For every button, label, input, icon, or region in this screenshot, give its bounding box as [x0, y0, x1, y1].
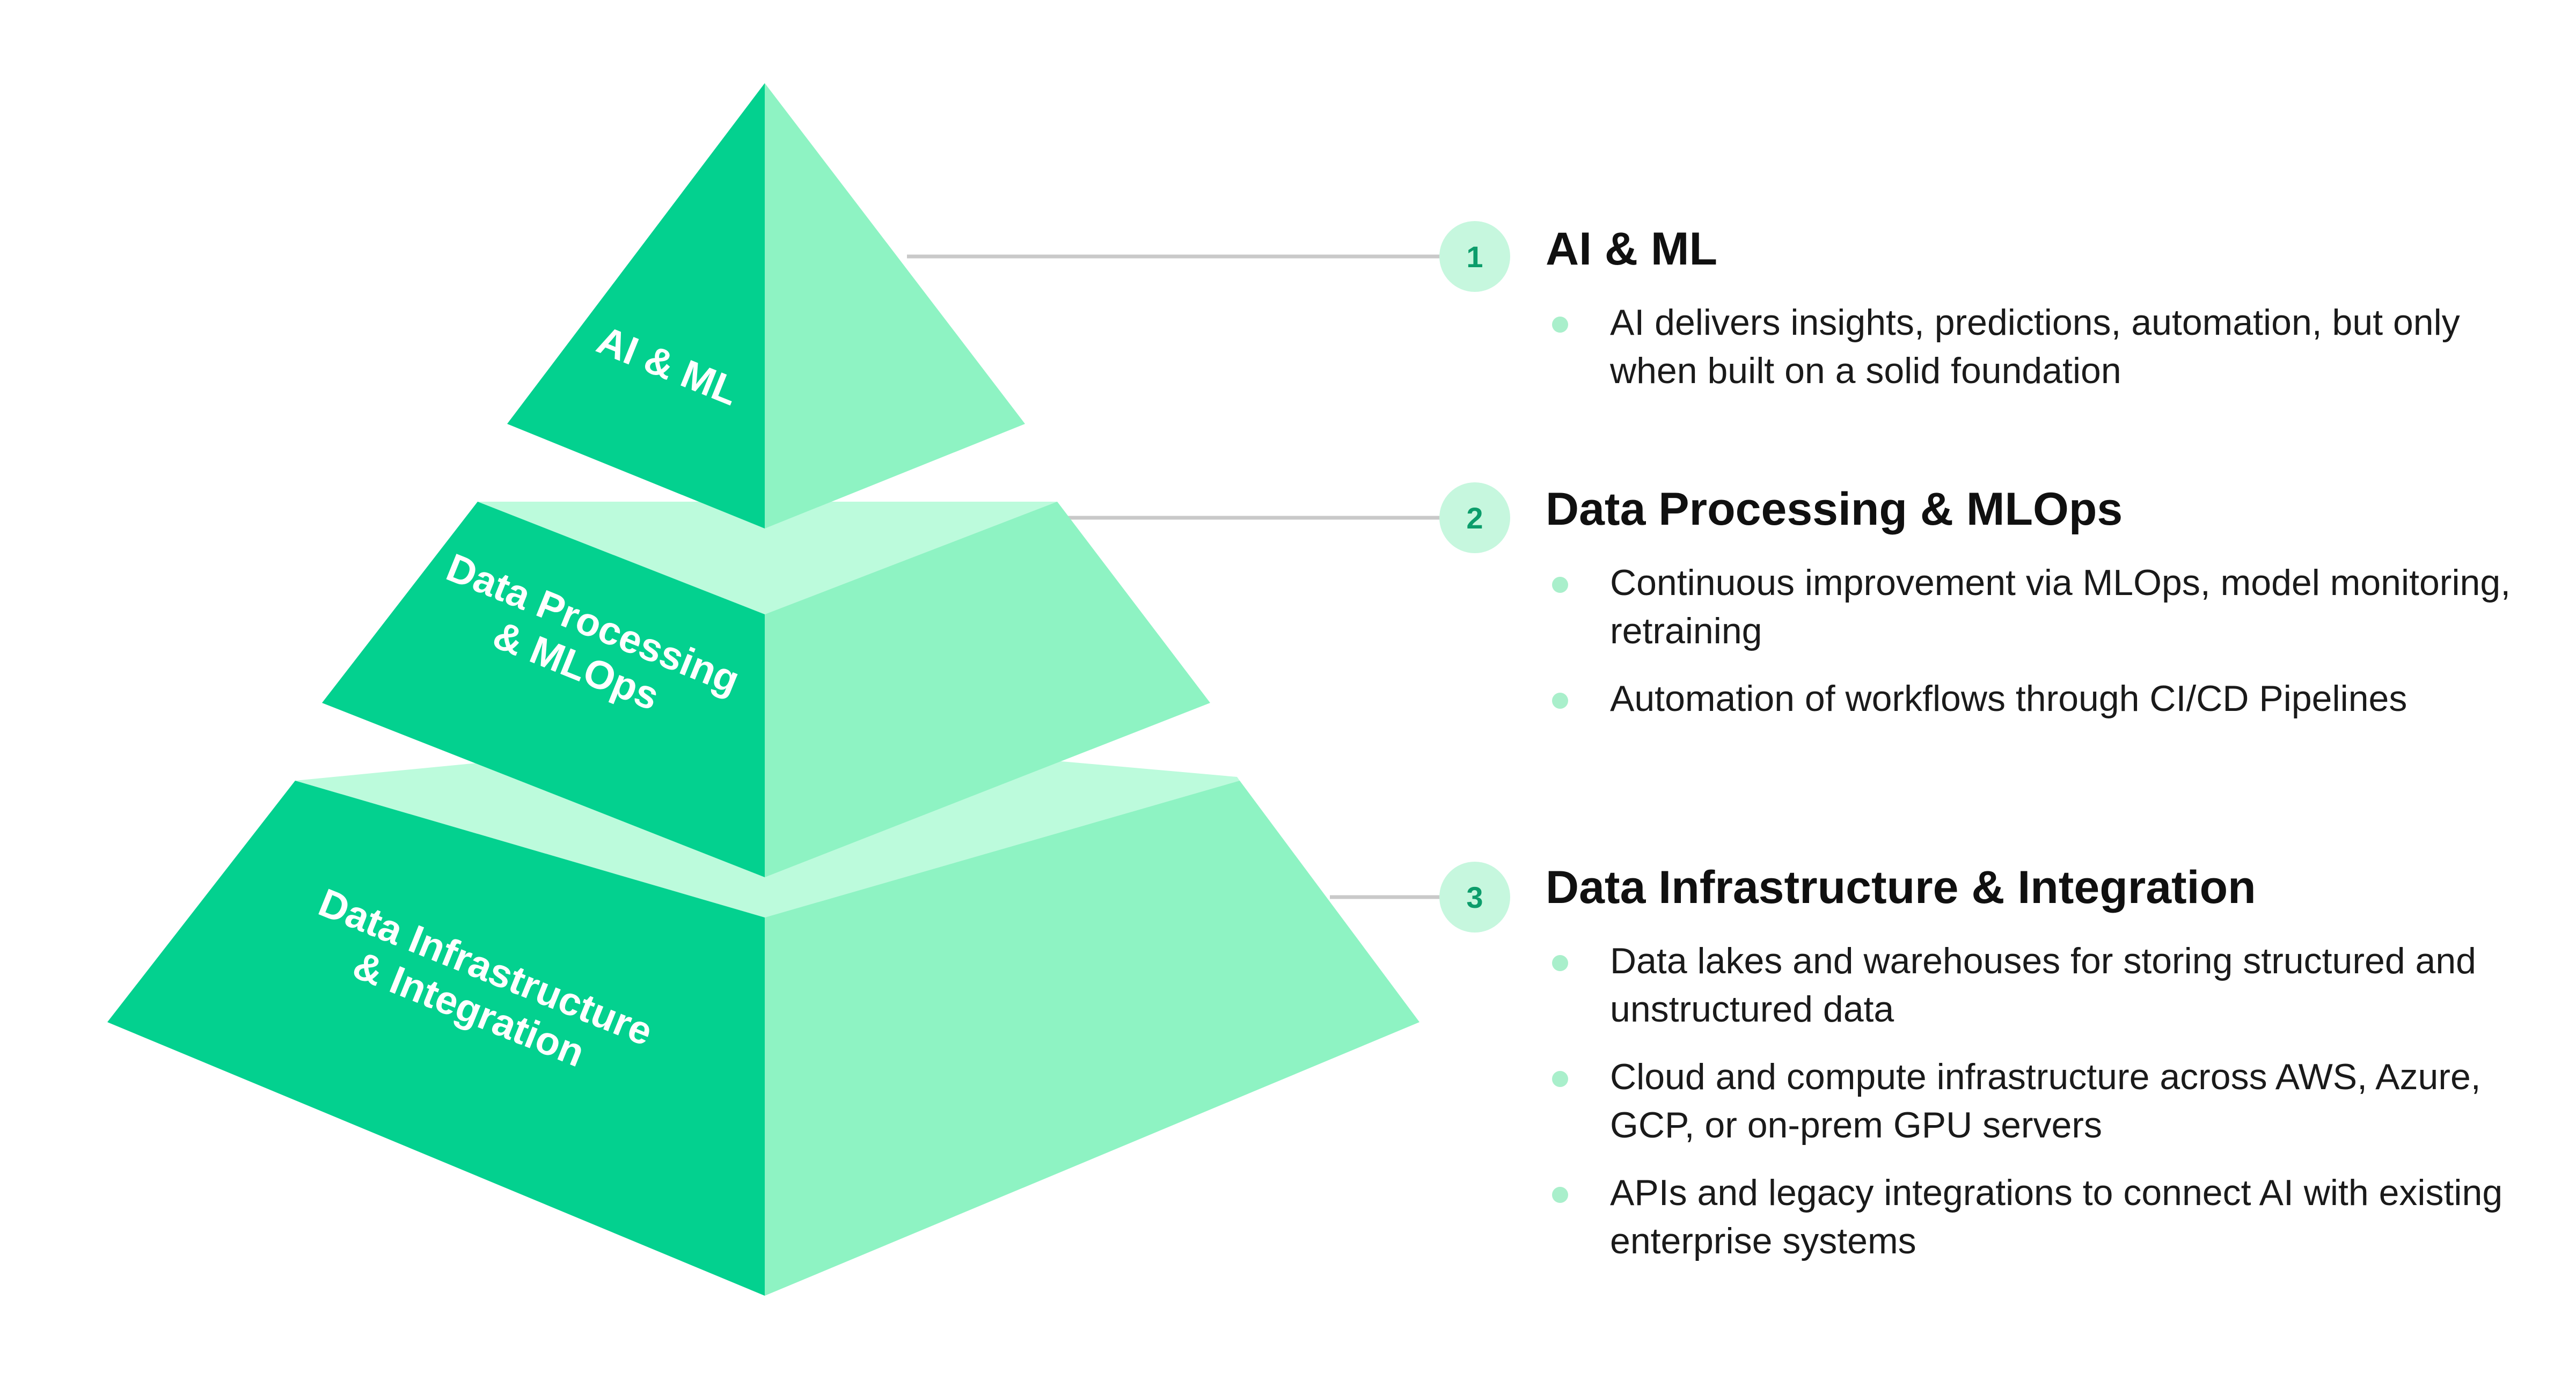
tier-2-section: Data Processing & MLOps Continuous impro… — [1546, 483, 2555, 742]
tier-2-top-face — [478, 502, 1057, 614]
bullet-text: Data lakes and warehouses for storing st… — [1610, 940, 2477, 1030]
bullet-dot-icon — [1552, 316, 1568, 333]
bullet-text: Automation of workflows through CI/CD Pi… — [1610, 678, 2407, 719]
tier-3-side-face — [765, 781, 1419, 1296]
tier-3-bullet-list: Data lakes and warehouses for storing st… — [1546, 937, 2555, 1265]
bullet-text: APIs and legacy integrations to connect … — [1610, 1172, 2503, 1261]
tier-3-title: Data Infrastructure & Integration — [1546, 862, 2256, 913]
tier-1-title: AI & ML — [1546, 223, 1718, 275]
tier-1-section: AI & ML AI delivers insights, prediction… — [1546, 223, 2555, 414]
tier-3-section: Data Infrastructure & Integration Data l… — [1546, 861, 2555, 1284]
tier-3-bullet-1: Data lakes and warehouses for storing st… — [1546, 937, 2555, 1033]
tier-3-bullet-3: APIs and legacy integrations to connect … — [1546, 1169, 2555, 1265]
tier-3-front-face — [107, 781, 765, 1296]
bullet-dot-icon — [1552, 692, 1568, 709]
tier-2-bullet-1: Continuous improvement via MLOps, model … — [1546, 559, 2555, 655]
tier-1-side-face — [765, 83, 1025, 528]
tier-2-number-badge: 2 — [1439, 482, 1510, 553]
tier-2-bullet-2: Automation of workflows through CI/CD Pi… — [1546, 674, 2555, 723]
bullet-text: AI delivers insights, predictions, autom… — [1610, 302, 2460, 391]
bullet-text: Cloud and compute infrastructure across … — [1610, 1056, 2481, 1146]
tier-1-front-face — [507, 83, 765, 528]
tier-2-bullet-list: Continuous improvement via MLOps, model … — [1546, 559, 2555, 723]
tier-1-bullet-1: AI delivers insights, predictions, autom… — [1546, 298, 2555, 395]
tier-1-number-badge: 1 — [1439, 221, 1510, 292]
tier-3-number-badge: 3 — [1439, 862, 1510, 933]
bullet-dot-icon — [1552, 576, 1568, 593]
tier-2-front-face — [322, 502, 765, 877]
bullet-dot-icon — [1552, 1186, 1568, 1203]
tier-2-title: Data Processing & MLOps — [1546, 483, 2123, 535]
tier-1-bullet-list: AI delivers insights, predictions, autom… — [1546, 298, 2555, 395]
bullet-dot-icon — [1552, 1070, 1568, 1087]
bullet-dot-icon — [1552, 955, 1568, 971]
tier-3-bullet-2: Cloud and compute infrastructure across … — [1546, 1053, 2555, 1149]
tier-2-side-face — [765, 502, 1210, 877]
bullet-text: Continuous improvement via MLOps, model … — [1610, 562, 2511, 651]
